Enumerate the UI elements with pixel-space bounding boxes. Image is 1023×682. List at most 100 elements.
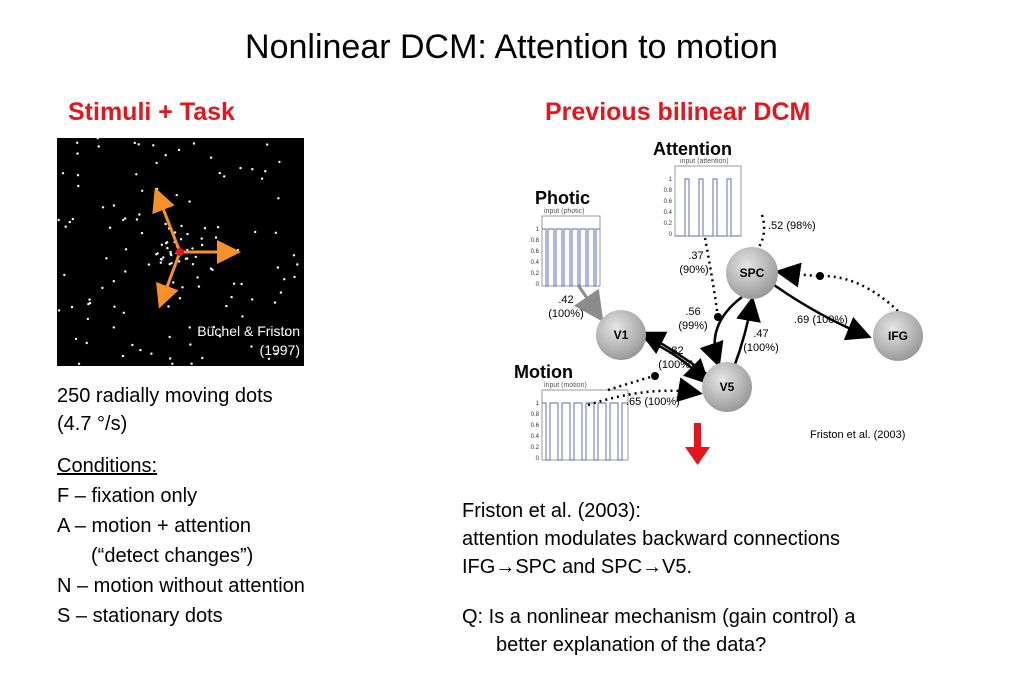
question-line: Q: Is a nonlinear mechanism (gain contro…: [462, 606, 856, 628]
stimulus-dot: [211, 268, 214, 271]
stimulus-dot: [277, 197, 280, 200]
plot-tick-label: 0.6: [664, 199, 673, 205]
stimulus-dot: [177, 148, 181, 152]
node-label: V1: [614, 328, 629, 342]
conditions-heading: Conditions:: [57, 455, 158, 477]
stimulus-dot: [264, 170, 267, 173]
stimulus-dot: [77, 184, 80, 188]
photic-input-plot: input (photic) 10.80.60.40.20: [531, 208, 601, 288]
attention-input-label: Attention: [653, 139, 732, 159]
stimulus-dot: [296, 263, 299, 266]
attention-input-plot: input (attention) 10.80.60.40.20: [664, 158, 742, 238]
stimulus-dot: [192, 142, 196, 145]
stimulus-dot: [196, 276, 199, 279]
finding-text: Friston et al. (2003): attention modulat…: [462, 497, 840, 581]
finding-line: IFG→SPC and SPC→V5.: [462, 556, 693, 578]
edge-label: .37: [688, 250, 703, 262]
stimulus-dot: [101, 286, 104, 290]
plot-tick-label: 0.2: [664, 221, 673, 227]
stimulus-dot: [190, 362, 193, 365]
stimulus-dot: [112, 326, 115, 329]
stimulus-dot: [251, 168, 254, 171]
page-title: Nonlinear DCM: Attention to motion: [245, 28, 778, 66]
question-line: better explanation of the data?: [496, 634, 767, 656]
plot-tick-label: 0.4: [531, 434, 540, 440]
stimulus-dot: [135, 218, 139, 221]
condition-item: A – motion + attention: [57, 515, 252, 537]
stimulus-dot: [203, 227, 207, 230]
edge-label: (100%): [548, 308, 583, 320]
stimulus-dot: [189, 343, 192, 346]
conditions-list: Conditions: F – fixation only A – motion…: [57, 451, 305, 631]
stimulus-dot: [178, 260, 181, 263]
stimulus-dot: [155, 161, 158, 165]
stimulus-dot: [155, 187, 159, 191]
node-v5: V5: [702, 362, 752, 412]
condition-item: N – motion without attention: [57, 575, 305, 597]
stimulus-dot: [160, 243, 164, 246]
plot-tick-label: 1: [669, 177, 673, 183]
edge-label: (99%): [678, 320, 707, 332]
plot-tick-label: 0.6: [531, 249, 540, 255]
stimulus-dot: [167, 305, 170, 308]
stimulus-dot: [232, 282, 236, 285]
stimulus-dot: [284, 333, 288, 336]
stimulus-description: 250 radially moving dots (4.7 °/s): [57, 382, 273, 438]
condition-item: F – fixation only: [57, 485, 198, 507]
stimulus-dot: [188, 326, 191, 329]
stimulus-dot: [135, 173, 138, 176]
stimulus-dot: [276, 266, 280, 269]
stimulus-dot: [61, 172, 65, 175]
plot-title: input (attention): [680, 158, 729, 165]
stimulus-dot: [250, 345, 253, 348]
stimulus-dot: [266, 143, 269, 146]
finding-line: Friston et al. (2003):: [462, 500, 641, 522]
stimulus-dot: [76, 152, 79, 155]
plot-title: input (photic): [544, 208, 584, 215]
stimulus-dot: [168, 335, 171, 339]
bilinear-dcm-heading: Previous bilinear DCM: [545, 98, 811, 126]
stimulus-dot: [216, 226, 220, 229]
edge-label: .47: [753, 328, 768, 340]
stimulus-dot: [113, 305, 116, 308]
stimulus-dot: [279, 291, 283, 294]
stimulus-dot: [97, 145, 100, 148]
stimulus-dot: [140, 231, 144, 235]
stimulus-dot: [105, 257, 108, 260]
stimulus-dot: [292, 254, 296, 257]
stimulus-dot: [239, 166, 242, 170]
stimulus-dot: [137, 143, 140, 146]
stimulus-dot: [251, 298, 254, 301]
stimulus-dot: [274, 231, 277, 234]
stimulus-dot: [209, 156, 213, 159]
stimulus-dot: [164, 154, 167, 157]
stimulus-dot: [240, 282, 243, 286]
plot-tick-label: 0: [536, 456, 540, 462]
description-line: (4.7 °/s): [57, 413, 128, 435]
plot-tick-label: 0.2: [531, 445, 540, 451]
node-ifg: IFG: [873, 311, 923, 361]
stimulus-dot: [166, 246, 169, 250]
edge-label: .82: [668, 345, 683, 357]
plot-tick-label: 1: [536, 227, 540, 233]
motion-input-label: Motion: [514, 362, 573, 382]
stimulus-dot: [63, 273, 66, 277]
stimulus-dot: [155, 253, 158, 256]
condition-item: S – stationary dots: [57, 605, 223, 627]
stimulus-dot: [273, 301, 277, 304]
dcm-connections: [574, 214, 899, 407]
stimulus-dot: [124, 217, 127, 220]
stimulus-dot: [101, 206, 105, 209]
stimulus-dot: [76, 174, 80, 177]
dcm-diagram: Attention Photic Motion input (attention…: [514, 139, 923, 465]
stimulus-dot: [172, 281, 175, 284]
stimulus-dot: [184, 257, 188, 260]
stimulus-dot: [191, 263, 195, 266]
edge-label: .65 (100%): [626, 396, 680, 408]
moving-dots-illustration: [57, 138, 299, 365]
stimulus-dot: [169, 357, 172, 360]
node-spc: SPC: [726, 247, 778, 299]
stimulus-dot: [70, 305, 74, 309]
stimulus-dot: [68, 220, 71, 224]
plot-tick-label: 1: [536, 401, 540, 407]
